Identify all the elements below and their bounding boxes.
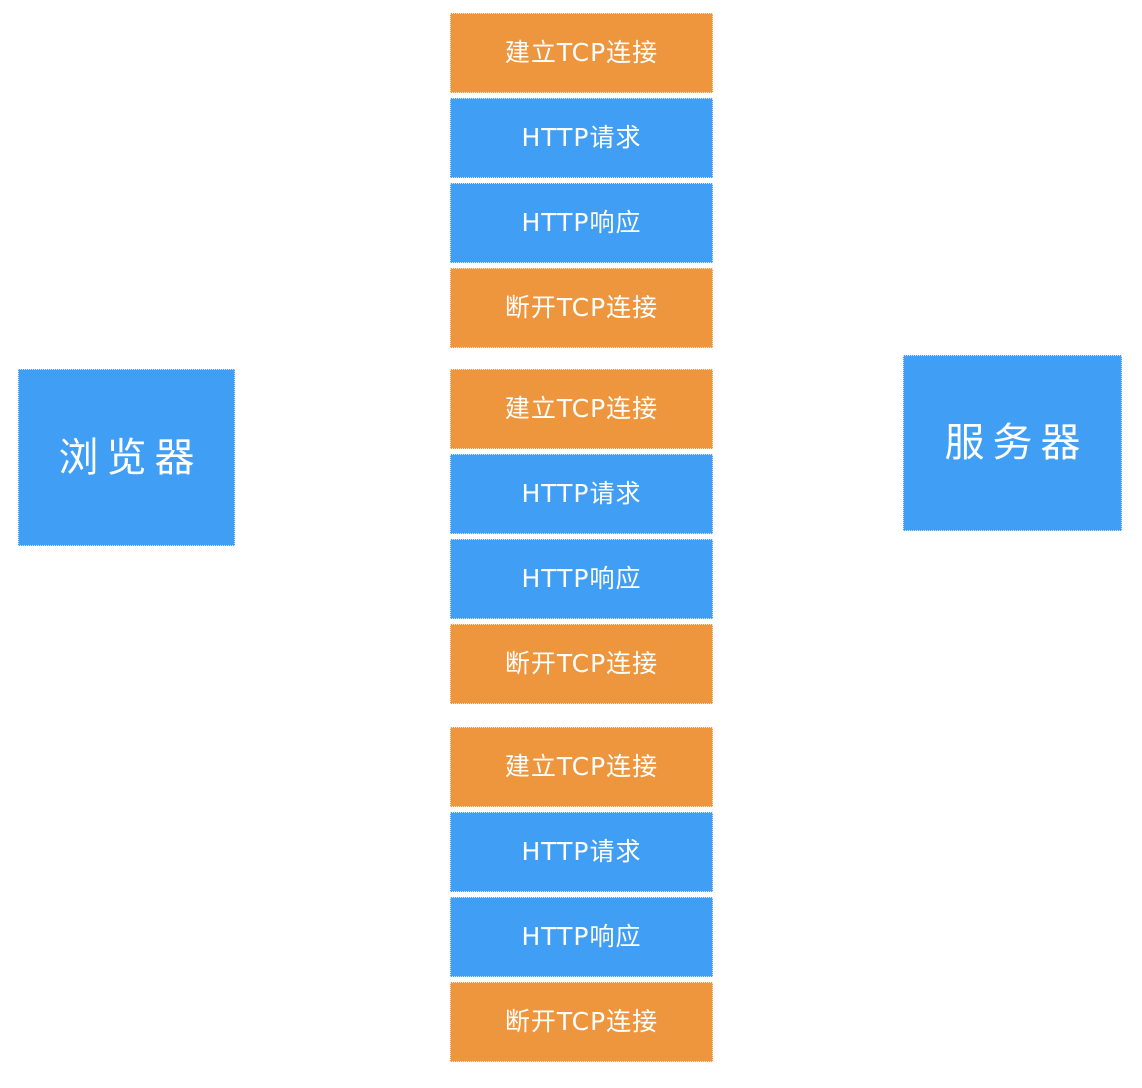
server-node-label: 服务器 (944, 420, 1089, 466)
step-node-label: HTTP响应 (521, 207, 642, 237)
step-node-label: HTTP请求 (521, 122, 642, 152)
step-node-label: 建立TCP连接 (504, 393, 659, 423)
browser-node-label: 浏览器 (58, 434, 203, 481)
step-node-label: HTTP响应 (521, 563, 642, 593)
browser-node[interactable]: 浏览器 (18, 369, 235, 546)
step-node-http-response[interactable]: HTTP响应 (450, 183, 713, 263)
step-node-http-response[interactable]: HTTP响应 (450, 539, 713, 619)
step-node-close-tcp[interactable]: 断开TCP连接 (450, 624, 713, 704)
step-node-http-request[interactable]: HTTP请求 (450, 98, 713, 178)
step-node-close-tcp[interactable]: 断开TCP连接 (450, 982, 713, 1062)
step-node-label: 断开TCP连接 (504, 648, 659, 678)
step-node-establish-tcp[interactable]: 建立TCP连接 (450, 727, 713, 807)
step-node-establish-tcp[interactable]: 建立TCP连接 (450, 13, 713, 93)
step-node-label: 断开TCP连接 (504, 292, 659, 322)
step-node-http-request[interactable]: HTTP请求 (450, 454, 713, 534)
step-node-label: HTTP请求 (521, 478, 642, 508)
step-node-close-tcp[interactable]: 断开TCP连接 (450, 268, 713, 348)
step-node-label: HTTP请求 (521, 836, 642, 866)
server-node[interactable]: 服务器 (903, 355, 1122, 531)
step-node-label: 建立TCP连接 (504, 751, 659, 781)
step-node-label: HTTP响应 (521, 921, 642, 951)
step-node-http-response[interactable]: HTTP响应 (450, 897, 713, 977)
sequence-column: 建立TCP连接 HTTP请求 HTTP响应 断开TCP连接 建立TCP连接 HT… (450, 13, 713, 1066)
step-node-label: 断开TCP连接 (504, 1006, 659, 1036)
step-node-establish-tcp[interactable]: 建立TCP连接 (450, 369, 713, 449)
step-node-http-request[interactable]: HTTP请求 (450, 812, 713, 892)
step-node-label: 建立TCP连接 (504, 37, 659, 67)
